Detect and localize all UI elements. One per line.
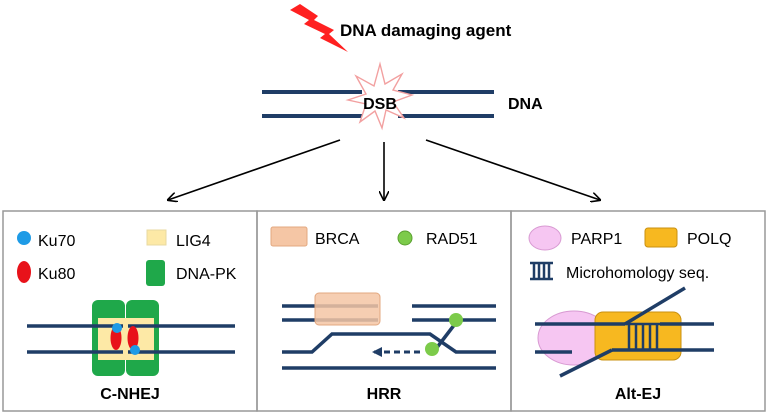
panel-cnhej: Ku70 Ku80 LIG4 DNA-PK C-NHEJ bbox=[17, 229, 237, 403]
panel-title-hrr: HRR bbox=[367, 386, 402, 403]
brca-protein bbox=[314, 292, 381, 326]
arrow-to-cnhej bbox=[168, 139, 341, 200]
rad51-legend-icon bbox=[397, 230, 413, 246]
ku80-legend-icon bbox=[17, 261, 31, 283]
legend-lig4-label: LIG4 bbox=[176, 233, 211, 250]
lightning-bolt-icon bbox=[290, 4, 348, 52]
ku70-complex-left bbox=[112, 323, 122, 333]
panel-boxes bbox=[2, 210, 766, 412]
legend-ku80-label: Ku80 bbox=[38, 266, 75, 283]
legend-microhomology-label: Microhomology seq. bbox=[566, 265, 709, 282]
dna-pk-legend-icon bbox=[146, 260, 165, 286]
legend-dna-pk-label: DNA-PK bbox=[176, 266, 237, 283]
legend-parp1-label: PARP1 bbox=[571, 231, 622, 248]
hrr-dna-strands bbox=[282, 304, 496, 370]
rad51-protein-top bbox=[449, 313, 463, 327]
dna-label: DNA bbox=[508, 96, 543, 113]
legend-rad51-label: RAD51 bbox=[426, 231, 478, 248]
microhomology-legend-icon bbox=[530, 261, 553, 281]
polq-legend-icon bbox=[644, 227, 678, 248]
dsb-label: DSB bbox=[363, 96, 397, 113]
ku70-complex-right bbox=[130, 345, 140, 355]
legend-brca-label: BRCA bbox=[315, 231, 360, 248]
break-star-icon bbox=[345, 61, 415, 131]
ku70-legend-icon bbox=[17, 231, 31, 245]
panel-title-altej: Alt-EJ bbox=[615, 386, 661, 403]
rad51-protein-bottom bbox=[425, 342, 439, 356]
lig4-legend-icon bbox=[146, 229, 167, 246]
dna-double-strand bbox=[262, 90, 494, 118]
brca-legend-icon bbox=[270, 226, 308, 247]
altej-dna-strands bbox=[535, 286, 714, 378]
damaging-agent-label: DNA damaging agent bbox=[340, 21, 512, 40]
panel-altej: PARP1 POLQ Microhomology seq. bbox=[528, 225, 731, 403]
parp1-legend-icon bbox=[528, 225, 562, 251]
microhomology-bars bbox=[625, 322, 660, 350]
arrow-to-altej bbox=[425, 139, 600, 200]
legend-ku70-label: Ku70 bbox=[38, 233, 75, 250]
ku80-complex-right bbox=[127, 326, 139, 350]
cnhej-dna-strands bbox=[27, 324, 235, 354]
panel-title-cnhej: C-NHEJ bbox=[100, 386, 160, 403]
legend-polq-label: POLQ bbox=[687, 231, 731, 248]
panel-hrr: BRCA RAD51 HRR bbox=[270, 226, 496, 403]
pathway-arrows bbox=[168, 139, 600, 200]
